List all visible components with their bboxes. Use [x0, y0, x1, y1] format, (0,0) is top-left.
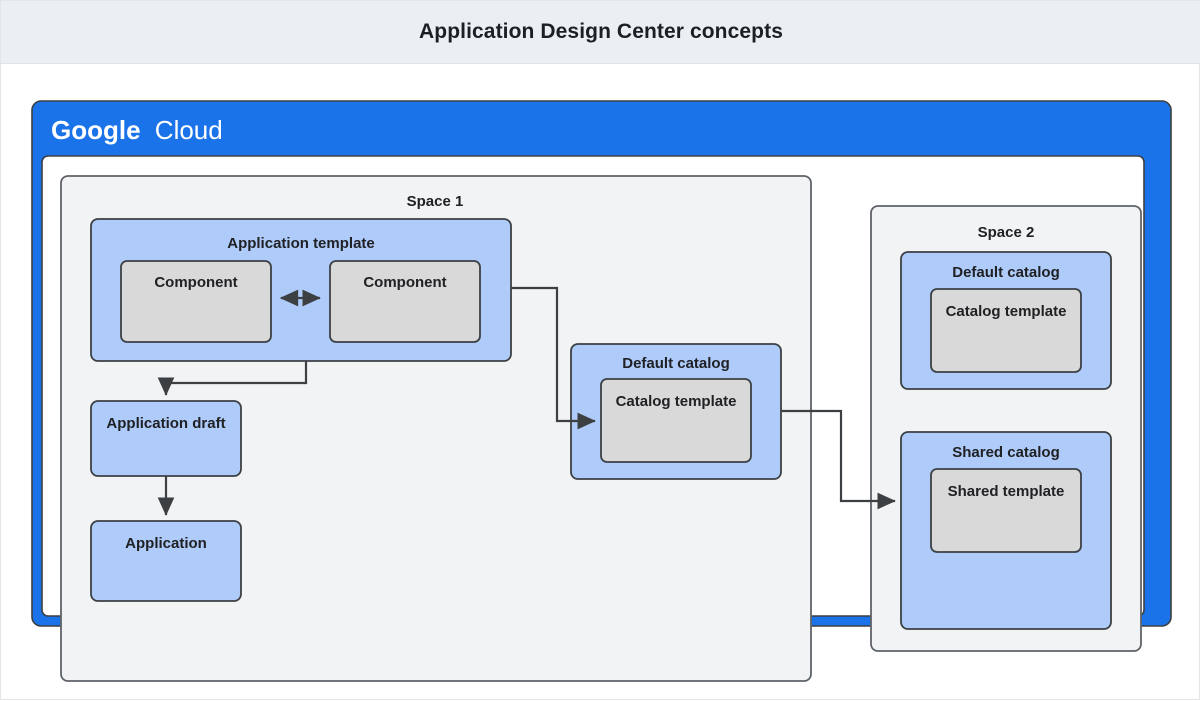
default-catalog-to-shared-catalog-connector — [781, 409, 896, 510]
application-box — [90, 520, 242, 602]
catalog-template-space-2-label: Catalog template — [946, 303, 1067, 320]
shared-template-label: Shared template — [948, 483, 1065, 500]
component-1-label: Component — [154, 274, 237, 291]
catalog-template-space-1-label: Catalog template — [616, 393, 737, 410]
default-catalog-space-2-group[interactable]: Default catalog Catalog template — [900, 251, 1112, 390]
google-cloud-logo-google: Google — [51, 115, 141, 145]
application-draft-box — [90, 400, 242, 477]
component-1-box[interactable] — [120, 260, 272, 343]
page-title-bar: Application Design Center concepts — [1, 1, 1200, 64]
component-2-box[interactable] — [329, 260, 481, 343]
shared-catalog-space-2-group[interactable]: Shared catalog Shared template — [900, 431, 1112, 630]
template-to-draft-connector — [157, 361, 308, 396]
application-node[interactable]: Application — [90, 520, 242, 602]
space-1-label: Space 1 — [407, 193, 464, 210]
catalog-template-space-2-box[interactable] — [930, 288, 1082, 373]
default-catalog-space-2-label: Default catalog — [952, 264, 1060, 281]
google-cloud-logo: Google Cloud — [51, 115, 223, 145]
application-template-group[interactable]: Application template Component Component — [90, 218, 512, 362]
application-draft-node[interactable]: Application draft — [90, 400, 242, 477]
component-2-label: Component — [363, 274, 446, 291]
catalog-template-space-1-box[interactable] — [600, 378, 752, 463]
default-catalog-space-1-group[interactable]: Default catalog Catalog template — [570, 343, 782, 480]
google-cloud-logo-cloud: Cloud — [155, 115, 223, 145]
application-label: Application — [125, 535, 207, 552]
default-catalog-space-1-label: Default catalog — [622, 355, 730, 372]
space-2-label: Space 2 — [978, 224, 1035, 241]
diagram-canvas: Google Cloud Space 1 Application templat… — [1, 64, 1200, 701]
shared-template-box[interactable] — [930, 468, 1082, 553]
application-template-label: Application template — [227, 235, 375, 252]
shared-catalog-space-2-label: Shared catalog — [952, 444, 1060, 461]
application-draft-label: Application draft — [106, 415, 225, 432]
page-title: Application Design Center concepts — [419, 20, 783, 43]
template-to-catalog-template-connector — [511, 286, 596, 430]
